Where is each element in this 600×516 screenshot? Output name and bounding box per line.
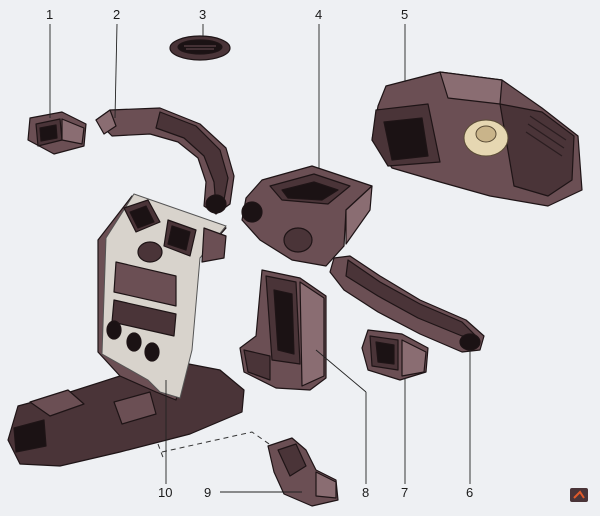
part-heater-unit: [371, 71, 583, 207]
callout-6: 6: [466, 485, 473, 500]
callout-4: 4: [315, 7, 322, 22]
part-side-vent-right: [361, 329, 429, 381]
callout-1: 1: [46, 7, 53, 22]
part-side-vent-left: [27, 111, 87, 155]
part-bracket: [267, 437, 339, 507]
alignment-lines: [157, 431, 273, 461]
part-center-console: [7, 193, 245, 467]
callout-7: 7: [401, 485, 408, 500]
callout-3: 3: [199, 7, 206, 22]
callout-9: 9: [204, 485, 211, 500]
callout-5: 5: [401, 7, 408, 22]
corner-logo: [570, 488, 588, 502]
part-floor-duct: [239, 269, 327, 391]
callout-2: 2: [113, 7, 120, 22]
callout-labels: 1 2 3 4 5 6 7 8 9 10: [46, 7, 473, 500]
part-left-duct: [95, 107, 235, 215]
leader-lines: [49, 23, 471, 493]
callout-10: 10: [158, 485, 172, 500]
part-air-distributor: [241, 165, 373, 267]
part-center-vent-small: [169, 35, 231, 61]
callout-8: 8: [362, 485, 369, 500]
part-right-duct: [329, 255, 485, 353]
